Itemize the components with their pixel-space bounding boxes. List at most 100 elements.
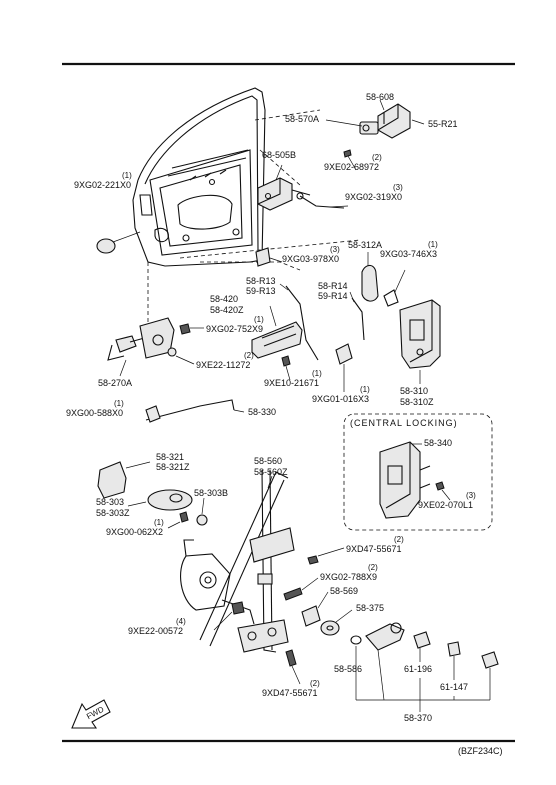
clip-part — [255, 247, 271, 267]
screw-part-2 — [281, 355, 291, 367]
part-qty: (1) — [312, 369, 322, 378]
part-number-label: 9XG02-752X9 — [206, 324, 263, 334]
part-number-label: 58-560Z — [254, 467, 288, 477]
part-number-label: 9XG02-319X0 — [345, 192, 402, 202]
fwd-arrow-icon: FWD — [71, 699, 111, 729]
part-number-label: 9XG03-978X0 — [282, 254, 339, 264]
part-qty: (3) — [330, 245, 340, 254]
part-number-label: 9XE02-68972 — [324, 162, 379, 172]
part-qty: (2) — [368, 563, 378, 572]
part-qty: (1) — [154, 518, 164, 527]
part-number-label: 58-310 — [400, 386, 428, 396]
part-qty: (1) — [122, 171, 132, 180]
screw-part-3 — [179, 511, 189, 523]
handle-rod — [285, 285, 319, 361]
rod-part — [299, 195, 345, 209]
pad-part — [301, 605, 321, 627]
nut-part — [167, 347, 177, 357]
part-number-label: 9XE10-21671 — [264, 378, 319, 388]
part-number-label: 58-420Z — [210, 305, 244, 315]
part-number-label: 59-R13 — [246, 286, 276, 296]
part-number-label: 59-R14 — [318, 291, 348, 301]
screw-part-4 — [307, 555, 319, 565]
part-number-label: 58-303B — [194, 488, 228, 498]
central-locking-inset: (CENTRAL LOCKING) — [343, 413, 493, 531]
fwd-arrow-label: FWD — [85, 705, 106, 722]
base-part — [97, 461, 127, 499]
part-number-label: 9XE22-00572 — [128, 626, 183, 636]
screw-part — [343, 149, 352, 158]
part-qty: (4) — [176, 617, 186, 626]
part-qty: (1) — [360, 385, 370, 394]
part-qty: (2) — [394, 535, 404, 544]
part-qty: (1) — [114, 399, 124, 408]
door-shell — [132, 87, 266, 267]
latch-rod — [351, 297, 365, 341]
screw-part-5 — [285, 649, 297, 667]
small-bracket — [335, 343, 353, 365]
part-number-label: 9XG01-016X3 — [312, 394, 369, 404]
part-number-label: 9XG02-788X9 — [320, 572, 377, 582]
part-number-label: 58-330 — [248, 407, 276, 417]
part-number-label: 58-340 — [424, 438, 452, 448]
figure-code: (BZF234C) — [458, 746, 503, 756]
part-number-label: 58-R14 — [318, 281, 348, 291]
nut-part-2 — [231, 601, 245, 615]
part-number-label: 58-312A — [348, 240, 382, 250]
bracket-part — [361, 264, 379, 302]
door-check-part — [107, 317, 175, 361]
part-number-label: 9XG03-746X3 — [380, 249, 437, 259]
part-number-label: 58-608 — [366, 92, 394, 102]
part-number-label: 58-370 — [404, 713, 432, 723]
part-number-label: 61-196 — [404, 664, 432, 674]
part-qty: (3) — [393, 183, 403, 192]
part-number-label: 58-303 — [96, 497, 124, 507]
part-number-label: 58-270A — [98, 378, 132, 388]
part-number-label: 58-586 — [334, 664, 362, 674]
part-qty: (1) — [428, 240, 438, 249]
part-number-label: 58-303Z — [96, 508, 130, 518]
part-number-label: 9XG00-588X0 — [66, 408, 123, 418]
part-number-label: 9XD47-55671 — [346, 544, 402, 554]
lock-rod — [145, 399, 235, 421]
part-qty: (3) — [466, 491, 476, 500]
door-lock-actuator — [399, 299, 441, 369]
plug-part — [96, 238, 116, 254]
part-number-label: 9XE22-11272 — [196, 360, 250, 370]
bezel-part — [147, 489, 193, 511]
part-number-label: 58-321Z — [156, 462, 190, 472]
hinge-part — [257, 177, 311, 211]
part-number-label: 58-570A — [285, 114, 319, 124]
window-handle-set — [350, 622, 499, 712]
part-number-label: 58-310Z — [400, 397, 434, 407]
bolt-part — [179, 323, 191, 335]
part-number-label: 55-R21 — [428, 119, 458, 129]
part-qty: (2) — [310, 679, 320, 688]
part-number-label: 58-560 — [254, 456, 282, 466]
part-number-label: 61-147 — [440, 682, 468, 692]
part-qty: (2) — [372, 153, 382, 162]
cap-part — [196, 514, 208, 526]
part-number-label: 58-420 — [210, 294, 238, 304]
part-number-label: 58-375 — [356, 603, 384, 613]
outer-handle-part — [251, 321, 303, 359]
window-regulator — [180, 469, 295, 653]
part-number-label: 9XG02-221X0 — [74, 180, 131, 190]
part-number-label: 58-R13 — [246, 276, 276, 286]
part-qty: (2) — [244, 351, 254, 360]
part-number-label: 58-321 — [156, 452, 184, 462]
spring-clip — [383, 289, 399, 307]
part-number-label: 9XE02-070L1 — [418, 500, 473, 510]
bolt-part-2 — [283, 587, 303, 601]
part-number-label: 68-505B — [262, 150, 296, 160]
part-number-label: 9XD47-55671 — [262, 688, 318, 698]
inset-title: (CENTRAL LOCKING) — [350, 418, 458, 428]
part-number-label: 9XG00-062X2 — [106, 527, 163, 537]
part-qty: (1) — [254, 315, 264, 324]
washer-part — [320, 620, 340, 636]
striker-assembly — [359, 103, 411, 139]
lock-knob — [145, 405, 161, 423]
part-number-label: 58-569 — [330, 586, 358, 596]
